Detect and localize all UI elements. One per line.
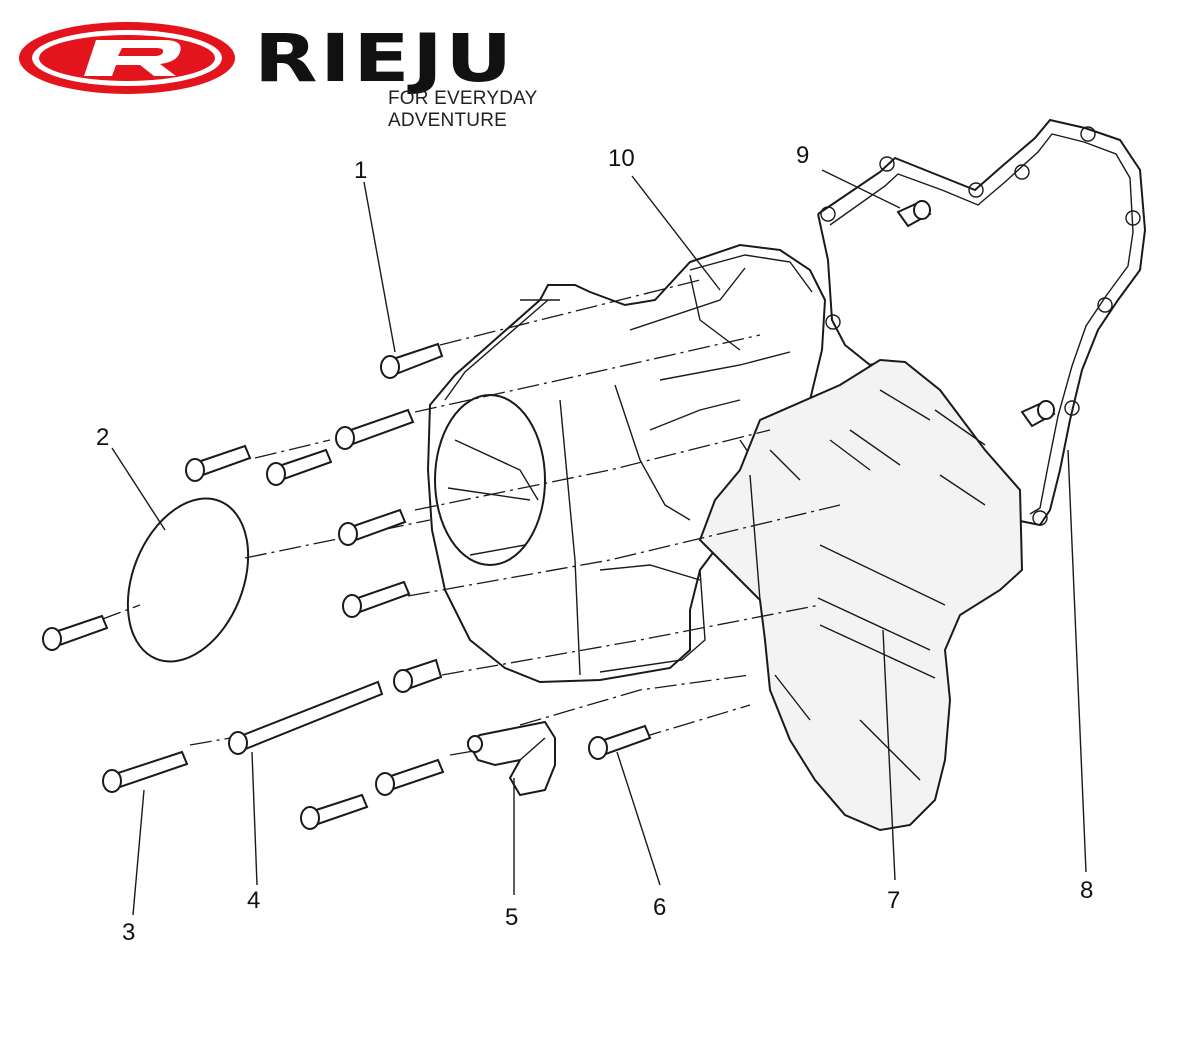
- bolt-lower-left: [300, 793, 369, 830]
- brand-tagline: FOR EVERYDAY ADVENTURE: [388, 88, 538, 131]
- callout-4: 4: [247, 887, 260, 914]
- cover-opening: [434, 394, 546, 566]
- spacer-collar: [393, 658, 443, 693]
- bolt-lower-mid: [342, 580, 411, 618]
- callout-8: 8: [1080, 877, 1093, 904]
- sprocket-cover-grooves: [749, 389, 986, 781]
- brand-header: RIEJU FOR EVERYDAY ADVENTURE: [14, 18, 654, 131]
- cover-opening-inner: [447, 439, 539, 556]
- bolt-6: [588, 724, 652, 760]
- gasket-left-edge: [817, 213, 881, 367]
- long-bolt-4: [228, 680, 384, 755]
- dowel-pin-lower: [1020, 400, 1056, 428]
- gasket-outline: [817, 118, 1147, 527]
- alignment-lines: [99, 279, 841, 756]
- gasket-inner-outline: [829, 133, 1134, 515]
- sprocket-cover: [698, 358, 1024, 832]
- bolt-mid: [338, 508, 407, 546]
- cover-rim-shadow: [444, 254, 813, 673]
- dowel-pin-upper: [896, 200, 932, 228]
- gasket-holes: [820, 126, 1141, 526]
- callout-7: 7: [887, 887, 900, 914]
- callout-10: 10: [608, 145, 635, 172]
- callout-1: 1: [354, 157, 367, 184]
- bolt-1: [380, 342, 444, 379]
- callout-3: 3: [122, 919, 135, 946]
- bolt-upper-middle: [266, 448, 333, 486]
- inspection-cap: [126, 497, 250, 663]
- bolt-cap: [42, 614, 109, 651]
- callout-9: 9: [796, 142, 809, 169]
- rieju-logo-icon: [19, 22, 235, 94]
- callout-2: 2: [96, 424, 109, 451]
- brand-name: RIEJU: [254, 20, 515, 97]
- cable-bracket: [466, 720, 556, 797]
- bolt-upper-right: [335, 408, 415, 450]
- bolt-lower-right: [375, 758, 445, 796]
- bolt-3: [102, 750, 189, 793]
- bolt-upper-left: [185, 444, 252, 482]
- callout-6: 6: [653, 894, 666, 921]
- leader-lines: [111, 169, 1087, 916]
- callout-5: 5: [505, 904, 518, 931]
